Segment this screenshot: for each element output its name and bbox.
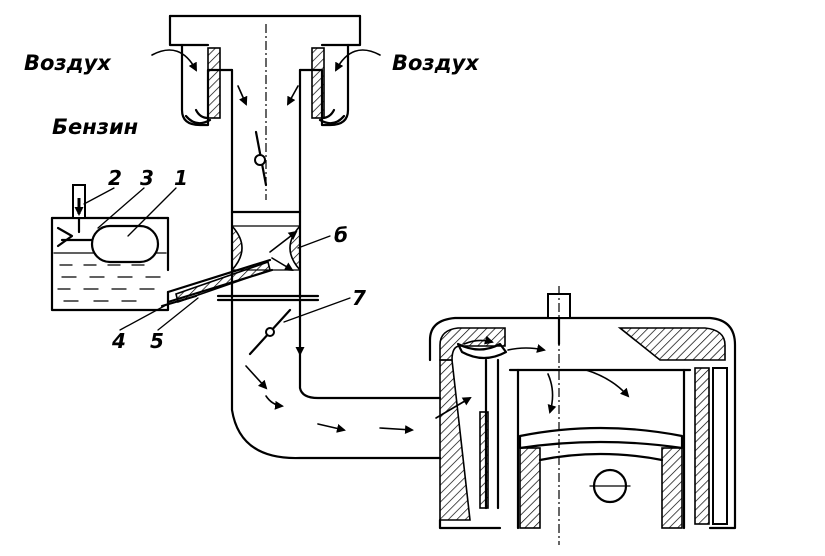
part-number-7: 7: [352, 286, 366, 310]
piston-crown: [518, 426, 684, 450]
fuel-tube: [160, 258, 274, 308]
filter-element-right: [311, 47, 325, 119]
float: [90, 224, 160, 264]
part-number-1: 1: [174, 166, 188, 190]
fuel-label: Бензин: [52, 115, 138, 139]
part-number-2: 2: [108, 166, 122, 190]
part-number-5: 5: [150, 329, 164, 353]
filter-element-left: [207, 47, 221, 119]
choke-pivot: [254, 154, 266, 166]
air-flow-arrows: [151, 49, 381, 106]
part-number-3: 3: [140, 166, 154, 190]
air-label-right: Воздух: [392, 51, 480, 75]
diffuser-left: [231, 223, 243, 273]
leader-lines: [83, 187, 351, 331]
part-number-4: 4: [111, 329, 126, 353]
cylinder-wall-right: [694, 367, 710, 525]
air-filter-housing: [168, 14, 362, 200]
intake-manifold: [230, 298, 472, 460]
engine-cylinder: [428, 286, 737, 545]
carburetor-body: [216, 68, 320, 302]
intake-valve: [456, 342, 508, 360]
air-label-left: Воздух: [24, 51, 112, 75]
float-chamber: [50, 184, 170, 312]
part-number-6: б: [334, 223, 348, 247]
